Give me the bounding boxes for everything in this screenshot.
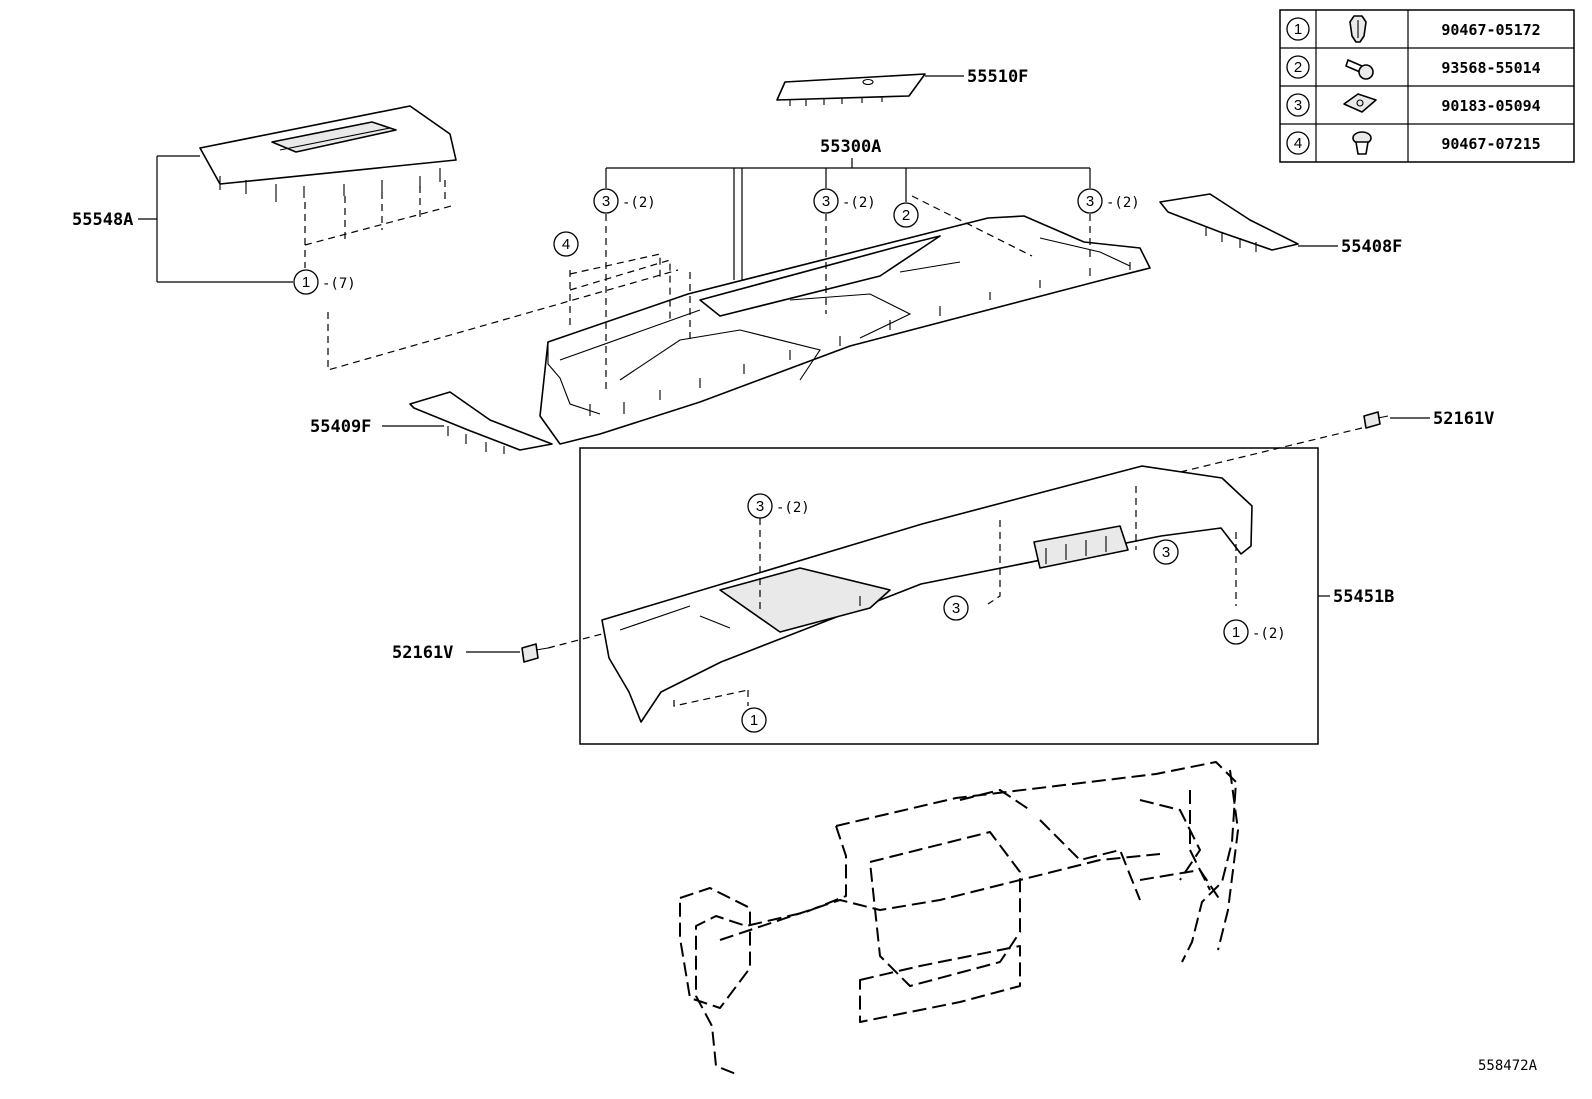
fastener-row: 3 90183-05094 <box>1286 93 1541 117</box>
part-55300A-leaders: 55300A <box>605 137 1091 290</box>
part-label: 52161V <box>1433 409 1494 429</box>
fastener-table: 1 90467-05172 2 93568-55014 3 <box>1279 9 1575 163</box>
fastener-ref: 1 <box>1294 21 1302 38</box>
svg-text:3: 3 <box>602 193 610 210</box>
svg-text:1: 1 <box>302 274 310 291</box>
fastener-row: 2 93568-55014 <box>1286 55 1541 80</box>
callout-3: 3 <box>943 595 969 621</box>
fastener-part-number: 90183-05094 <box>1441 97 1540 115</box>
callout-3-x2: 3 -(2) <box>593 188 656 214</box>
fastener-ref: 3 <box>1294 97 1302 114</box>
part-label: 55409F <box>310 417 371 437</box>
fastener-part-number: 93568-55014 <box>1441 59 1540 77</box>
part-55451B: 55451B <box>579 447 1394 745</box>
svg-text:-(2): -(2) <box>622 195 656 211</box>
callout-3-x2: 3 -(2) <box>813 188 876 214</box>
part-label: 55300A <box>820 137 881 157</box>
fastener-ref: 4 <box>1294 135 1302 152</box>
svg-text:-(2): -(2) <box>1252 626 1286 642</box>
svg-text:1: 1 <box>1232 624 1240 641</box>
clip-icon <box>1352 131 1372 155</box>
fastener-ref: 2 <box>1294 59 1302 76</box>
part-55300A <box>539 215 1151 445</box>
part-52161V-right: 52161V <box>1171 409 1494 475</box>
svg-text:3: 3 <box>822 193 830 210</box>
part-label: 55451B <box>1333 587 1394 607</box>
reinforcement-frame-phantom <box>679 761 1239 1075</box>
svg-text:-(2): -(2) <box>776 500 810 516</box>
screw-icon <box>1345 59 1374 80</box>
callout-3-x2: 3 -(2) <box>747 493 810 519</box>
svg-text:3: 3 <box>756 498 764 515</box>
part-label: 55510F <box>967 67 1028 87</box>
diagram-id: 558472A <box>1478 1058 1538 1074</box>
part-55408F: 55408F <box>1159 193 1402 257</box>
callout-1-x7: 1 -(7) <box>293 269 356 295</box>
fastener-part-number: 90467-05172 <box>1441 21 1540 39</box>
part-52161V-left: 52161V <box>392 633 603 663</box>
part-55548A: 55548A <box>72 105 457 283</box>
svg-text:-(2): -(2) <box>1106 195 1140 211</box>
callout-2: 2 <box>893 202 919 228</box>
callout-3-x2: 3 -(2) <box>1077 188 1140 214</box>
clip-icon <box>1349 15 1367 43</box>
svg-text:2: 2 <box>902 207 910 224</box>
part-label: 55548A <box>72 210 133 230</box>
svg-text:1: 1 <box>750 712 758 729</box>
fastener-row: 1 90467-05172 <box>1286 15 1541 43</box>
callout-4: 4 <box>553 231 579 257</box>
part-55510F: 55510F <box>776 67 1028 106</box>
part-55409F: 55409F <box>310 391 553 454</box>
callout-3: 3 <box>1153 539 1179 565</box>
svg-text:3: 3 <box>1162 544 1170 561</box>
svg-text:-(7): -(7) <box>322 276 356 292</box>
part-label: 52161V <box>392 643 453 663</box>
svg-text:3: 3 <box>952 600 960 617</box>
svg-text:4: 4 <box>562 236 570 253</box>
fastener-part-number: 90467-07215 <box>1441 135 1540 153</box>
part-label: 55408F <box>1341 237 1402 257</box>
callout-1: 1 <box>741 707 767 733</box>
svg-text:3: 3 <box>1086 193 1094 210</box>
callout-1-x2: 1 -(2) <box>1223 619 1286 645</box>
nut-icon <box>1343 93 1377 113</box>
fastener-row: 4 90467-07215 <box>1286 131 1541 155</box>
svg-text:-(2): -(2) <box>842 195 876 211</box>
